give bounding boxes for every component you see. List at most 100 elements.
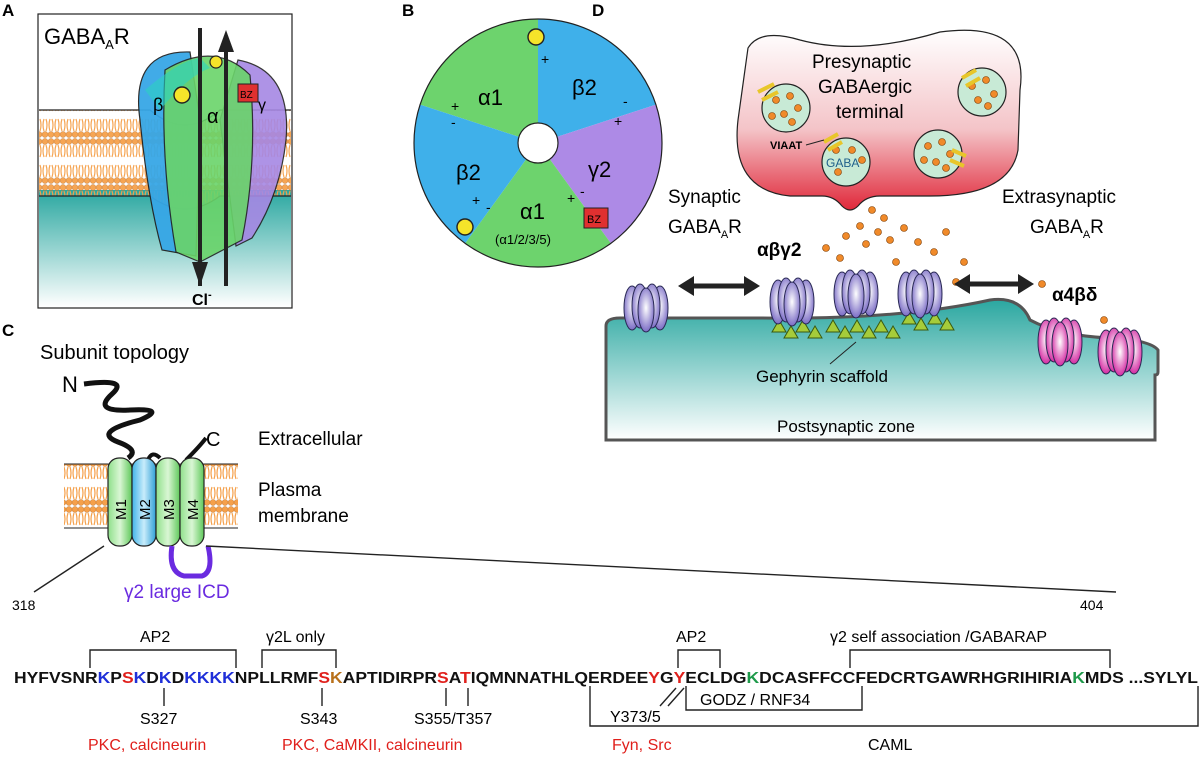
gephyrin-triangle (837, 325, 853, 339)
synaptic-label: Synaptic (668, 187, 741, 208)
receptor-icon (769, 277, 815, 327)
plus-sign: + (614, 113, 622, 129)
membrane-label: membrane (258, 506, 349, 527)
s327-label: S327 (140, 711, 177, 728)
sequence-run: K (98, 670, 112, 687)
kinase-label-3: Fyn, Src (612, 737, 672, 754)
wheel-segment (414, 104, 527, 244)
minus-sign: - (580, 183, 585, 199)
gephyrin-triangle (807, 325, 823, 339)
gephyrin-pointer (829, 341, 857, 365)
receptor-title: GABAAR (44, 24, 130, 52)
alpha-variants-label: (α1/2/3/5) (495, 232, 551, 247)
receptor-icon (897, 269, 943, 319)
kinase-label-1: PKC, calcineurin (88, 737, 206, 754)
kinase-label-2: PKC, CaMKII, calcineurin (282, 737, 463, 754)
bz-site-label: BZ (240, 90, 253, 101)
gephyrin-triangle (849, 319, 865, 333)
sequence-run: P (110, 670, 122, 687)
presynaptic-label-3: terminal (836, 102, 904, 123)
sequence-run: T (460, 670, 471, 687)
sequence-run: DCASFFCCFEDCRTGAWRHGRIHIRIA (759, 670, 1072, 687)
bz-site-box (583, 207, 609, 229)
presynaptic-label-2: GABAergic (818, 77, 912, 98)
released-gaba (822, 206, 1108, 324)
receptor-pentamer (138, 51, 288, 263)
s343-label: S343 (300, 711, 337, 728)
extracellular-label: Extracellular (258, 429, 363, 450)
gephyrin-label: Gephyrin scaffold (756, 367, 888, 386)
panel-letter-b: B (402, 1, 414, 20)
sequence-run: S (437, 670, 449, 687)
tm-m2-label: M2 (137, 499, 154, 520)
residue-end: 404 (1080, 597, 1104, 613)
gephyrin-triangle (783, 325, 799, 339)
wheel-segment (465, 159, 611, 267)
sequence-run: A (449, 670, 461, 687)
panel-letter-c: C (2, 321, 14, 340)
double-arrow-left (678, 276, 760, 296)
sequence-run: D (172, 670, 185, 687)
topology-title: Subunit topology (40, 342, 189, 364)
gephyrin-triangle (825, 319, 841, 333)
subunit-wheel (414, 19, 662, 267)
presynaptic-label: Presynaptic (812, 52, 911, 73)
sequence-run: K (159, 670, 173, 687)
postsynaptic-label: Postsynaptic zone (777, 417, 915, 436)
ap2-label-2: AP2 (676, 629, 706, 646)
plus-sign: + (451, 98, 459, 114)
alpha4-beta-delta-label: α4βδ (1052, 285, 1097, 306)
extracellular-loop (83, 379, 155, 461)
arrow-up-icon (218, 30, 234, 52)
sequence-run: Y (648, 670, 660, 687)
gephyrin-triangle (771, 319, 787, 333)
gaba-vesicle-label: GABA (826, 156, 859, 170)
gaba-site-icon (527, 28, 545, 46)
panel-a: A β α γ BZ GABAAR Cl- (2, 1, 293, 309)
bz-site-label: BZ (587, 214, 601, 226)
wheel-beta2-left: β2 (456, 160, 481, 185)
sequence-run: S (122, 670, 134, 687)
minus-sign: - (451, 114, 456, 130)
panel-b: B α1 β2 γ2 α1 β2 (α1/2/3/5) + - + - + + … (402, 1, 663, 268)
sequence-run: S (318, 670, 330, 687)
postsynaptic-zone (604, 297, 1160, 442)
viaat-pointer (805, 139, 825, 146)
wheel-segment (538, 19, 656, 137)
gaba-site-icon (209, 55, 223, 69)
double-arrow-right (954, 274, 1034, 294)
plus-sign: + (472, 192, 480, 208)
wheel-alpha1-bottom: α1 (520, 199, 545, 224)
gephyrin-triangle (861, 325, 877, 339)
subunit-beta-label: β (153, 95, 163, 115)
plasma-label: Plasma (258, 480, 322, 501)
vesicle (757, 82, 811, 133)
arrow-down-icon (192, 262, 208, 286)
tm-helices (107, 457, 205, 547)
ap2-label: AP2 (140, 629, 170, 646)
tm-helix-m4 (179, 457, 205, 547)
y373-5-label: Y373/5 (610, 709, 661, 726)
gaba-site-icon (456, 218, 474, 236)
s355-t357-label: S355/T357 (414, 711, 492, 728)
zoom-line-right (205, 545, 1117, 593)
sequence-run: K (747, 670, 761, 687)
sequence-run: HYFVSNR (14, 670, 98, 687)
central-pore (517, 122, 559, 164)
gephyrin-triangle (913, 317, 929, 331)
bz-site-box (237, 83, 259, 103)
sequence-run: APTIDIRPR (343, 670, 437, 687)
icd-loop (168, 545, 213, 579)
vesicle (957, 67, 1007, 117)
chloride-ion-label: Cl- (192, 289, 212, 309)
sequence-run: G (660, 670, 674, 687)
sequence-run: Y (674, 670, 686, 687)
extracellular-loop-2 (146, 436, 208, 462)
sequence-run: K (330, 670, 344, 687)
self-association-label: γ2 self association /GABARAP (830, 629, 1047, 646)
icd-label: γ2 large ICD (124, 582, 230, 603)
wheel-alpha1-top: α1 (478, 85, 503, 110)
receptor-icon (1037, 317, 1083, 367)
